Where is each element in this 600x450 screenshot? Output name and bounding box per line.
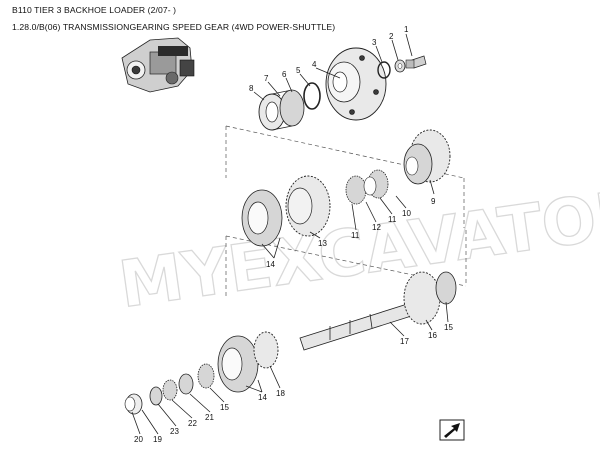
callout-18: 18 <box>276 389 285 398</box>
callout-19: 19 <box>153 435 162 444</box>
leader-lines <box>131 33 449 435</box>
bearing-part-15-lower <box>197 363 215 389</box>
bearing-parts-21-22-23 <box>149 373 194 406</box>
gear-part-13 <box>285 175 331 237</box>
callout-23: 23 <box>170 427 179 436</box>
callout-15a: 15 <box>444 323 453 332</box>
callout-3: 3 <box>372 38 377 47</box>
callout-6: 6 <box>282 70 287 79</box>
bolt-part-1 <box>405 55 427 69</box>
callout-20: 20 <box>134 435 143 444</box>
transmission-thumbnail-icon <box>121 37 195 93</box>
callout-17: 17 <box>400 337 409 346</box>
page-title: B110 TIER 3 BACKHOE LOADER (2/07- ) <box>12 5 177 15</box>
callout-14b: 14 <box>258 393 267 402</box>
callout-11b: 11 <box>351 231 360 240</box>
next-page-arrow-icon[interactable] <box>439 419 465 441</box>
callout-9: 9 <box>431 197 436 206</box>
page-subtitle: 1.28.0/B(06) TRANSMISSIONGEARING SPEED G… <box>12 22 336 32</box>
flange-part-4 <box>325 47 387 121</box>
callout-1: 1 <box>404 25 409 34</box>
gear-part-18 <box>253 331 279 369</box>
callout-16: 16 <box>428 331 437 340</box>
callout-11a: 11 <box>388 215 397 224</box>
callout-22: 22 <box>188 419 197 428</box>
cap-part-19-20 <box>124 393 143 415</box>
callout-10: 10 <box>402 209 411 218</box>
callout-8: 8 <box>249 84 254 93</box>
callout-12: 12 <box>372 223 381 232</box>
callout-21: 21 <box>205 413 214 422</box>
bearing-part-11-12 <box>345 169 389 205</box>
oring-part-3 <box>377 61 391 79</box>
callout-7: 7 <box>264 74 269 83</box>
callout-13: 13 <box>318 239 327 248</box>
washer-part-2 <box>394 59 406 73</box>
gear-part-16 <box>403 271 441 325</box>
callout-5: 5 <box>296 66 301 75</box>
callout-4: 4 <box>312 60 317 69</box>
ring-part-5 <box>303 82 321 110</box>
gear-part-9 <box>403 129 451 185</box>
synchro-part-14 <box>241 189 283 247</box>
bearing-assembly-part-8 <box>258 89 305 131</box>
gear-part-14-lower <box>217 335 259 393</box>
gear-part-15-upper <box>435 271 457 305</box>
callout-2: 2 <box>389 32 394 41</box>
callout-15b: 15 <box>220 403 229 412</box>
callout-14a: 14 <box>266 260 275 269</box>
